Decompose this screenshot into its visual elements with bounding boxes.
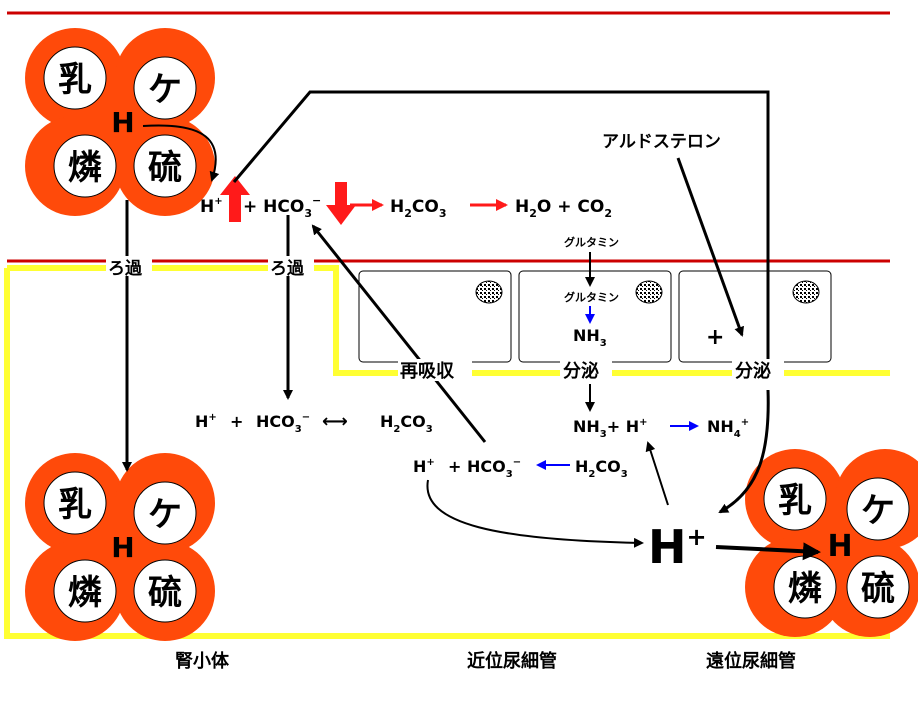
big-h-ion: H+ (648, 520, 707, 574)
glomerulus-label: 腎小体 (175, 650, 230, 672)
top-hco3: + HCO (243, 197, 304, 217)
aldosterone-arrow (676, 157, 744, 337)
sulfate-label: 硫 (148, 148, 182, 188)
svg-text:+ HCO3−: + HCO3− (448, 457, 521, 480)
svg-text:H2CO3: H2CO3 (390, 197, 446, 220)
svg-text:H+: H+ (195, 412, 217, 431)
h-to-ammonium-arrow (645, 441, 669, 506)
svg-text:NH3+ H+: NH3+ H+ (573, 417, 648, 440)
yellow-tubule-outline (4, 265, 890, 639)
lactic-label: 乳 (58, 485, 92, 525)
svg-text:+: + (230, 412, 243, 431)
tubule-cells (358, 270, 832, 363)
nh3-cell-label: NH3 (573, 326, 607, 349)
glutamine-label-1: グルタミン (564, 235, 619, 249)
secretion-label-right: 分泌 (735, 360, 771, 382)
ketone-label: ケ (148, 70, 182, 110)
top-h-ion: H (200, 197, 214, 217)
hydrogen-label: H (827, 529, 852, 564)
nucleus-2 (635, 280, 663, 304)
top-reaction: H+ + HCO3− H2CO3 H2O + CO2 (200, 176, 612, 225)
top-hco3-sub: 3 (304, 207, 312, 220)
phosphate-label: 燐 (788, 569, 822, 609)
h-release-arrow (142, 124, 220, 182)
plus-sign: + (706, 325, 724, 350)
distal-tubule-label: 遠位尿細管 (706, 650, 796, 672)
svg-text:H2O + CO2: H2O + CO2 (515, 197, 612, 220)
nucleus-3 (792, 280, 820, 304)
lower-reaction: H+ + HCO3− H2CO3 (413, 457, 628, 480)
top-water: H (515, 197, 529, 217)
phosphate-label: 燐 (68, 573, 102, 613)
svg-text:H+: H+ (200, 196, 223, 217)
bicarb-decrease-arrow (326, 182, 356, 225)
glutamine-label-2: グルタミン (564, 290, 619, 304)
proximal-tubule-label: 近位尿細管 (467, 650, 557, 672)
sulfate-label: 硫 (861, 569, 895, 609)
filtration-label-left: ろ過 (108, 259, 143, 279)
aldosterone-label: アルドステロン (602, 132, 721, 152)
h-to-big-h-arrow (426, 479, 644, 548)
svg-text:H+: H+ (413, 457, 435, 476)
phosphate-label: 燐 (68, 148, 102, 188)
acid-cluster-top: 乳 ケ 燐 硫 H (25, 28, 215, 216)
middle-reaction: H+ + HCO3− ⟷ H2CO3 (195, 411, 433, 435)
top-h2co3: H (390, 197, 404, 217)
ketone-label: ケ (861, 491, 895, 531)
h-excretion-arrow (715, 542, 821, 561)
lactic-label: 乳 (778, 481, 812, 521)
distal-secretion-arrow (718, 389, 770, 514)
svg-text:H2CO3: H2CO3 (575, 457, 628, 480)
reabsorption-arrow (311, 224, 487, 443)
sulfate-label: 硫 (148, 573, 182, 613)
nucleus-1 (475, 280, 503, 304)
hydrogen-label: H (111, 106, 134, 139)
top-hco3-sup: − (312, 194, 321, 207)
h-increase-arrow (220, 176, 250, 222)
acid-cluster-bottom-left: 乳 ケ 燐 硫 H (25, 453, 215, 641)
svg-text:+ HCO3−: + HCO3− (243, 194, 321, 220)
svg-text:HCO3−: HCO3− (256, 412, 310, 435)
ketone-label: ケ (148, 495, 182, 535)
ammonium-reaction: NH3+ H+ NH4+ (573, 417, 749, 440)
distal-loop-line (232, 90, 770, 378)
filtration-label-mid: ろ過 (270, 259, 305, 279)
secretion-label-mid: 分泌 (563, 360, 599, 382)
equilibrium-arrow: ⟷ (322, 411, 348, 432)
reabsorption-label: 再吸収 (400, 361, 455, 382)
top-h-charge: + (214, 196, 222, 207)
svg-text:NH4+: NH4+ (707, 417, 749, 440)
svg-text:H2CO3: H2CO3 (380, 412, 433, 435)
hydrogen-label: H (111, 531, 134, 564)
acid-cluster-bottom-right: 乳 ケ 燐 硫 H (745, 449, 918, 637)
lactic-label: 乳 (58, 60, 92, 100)
